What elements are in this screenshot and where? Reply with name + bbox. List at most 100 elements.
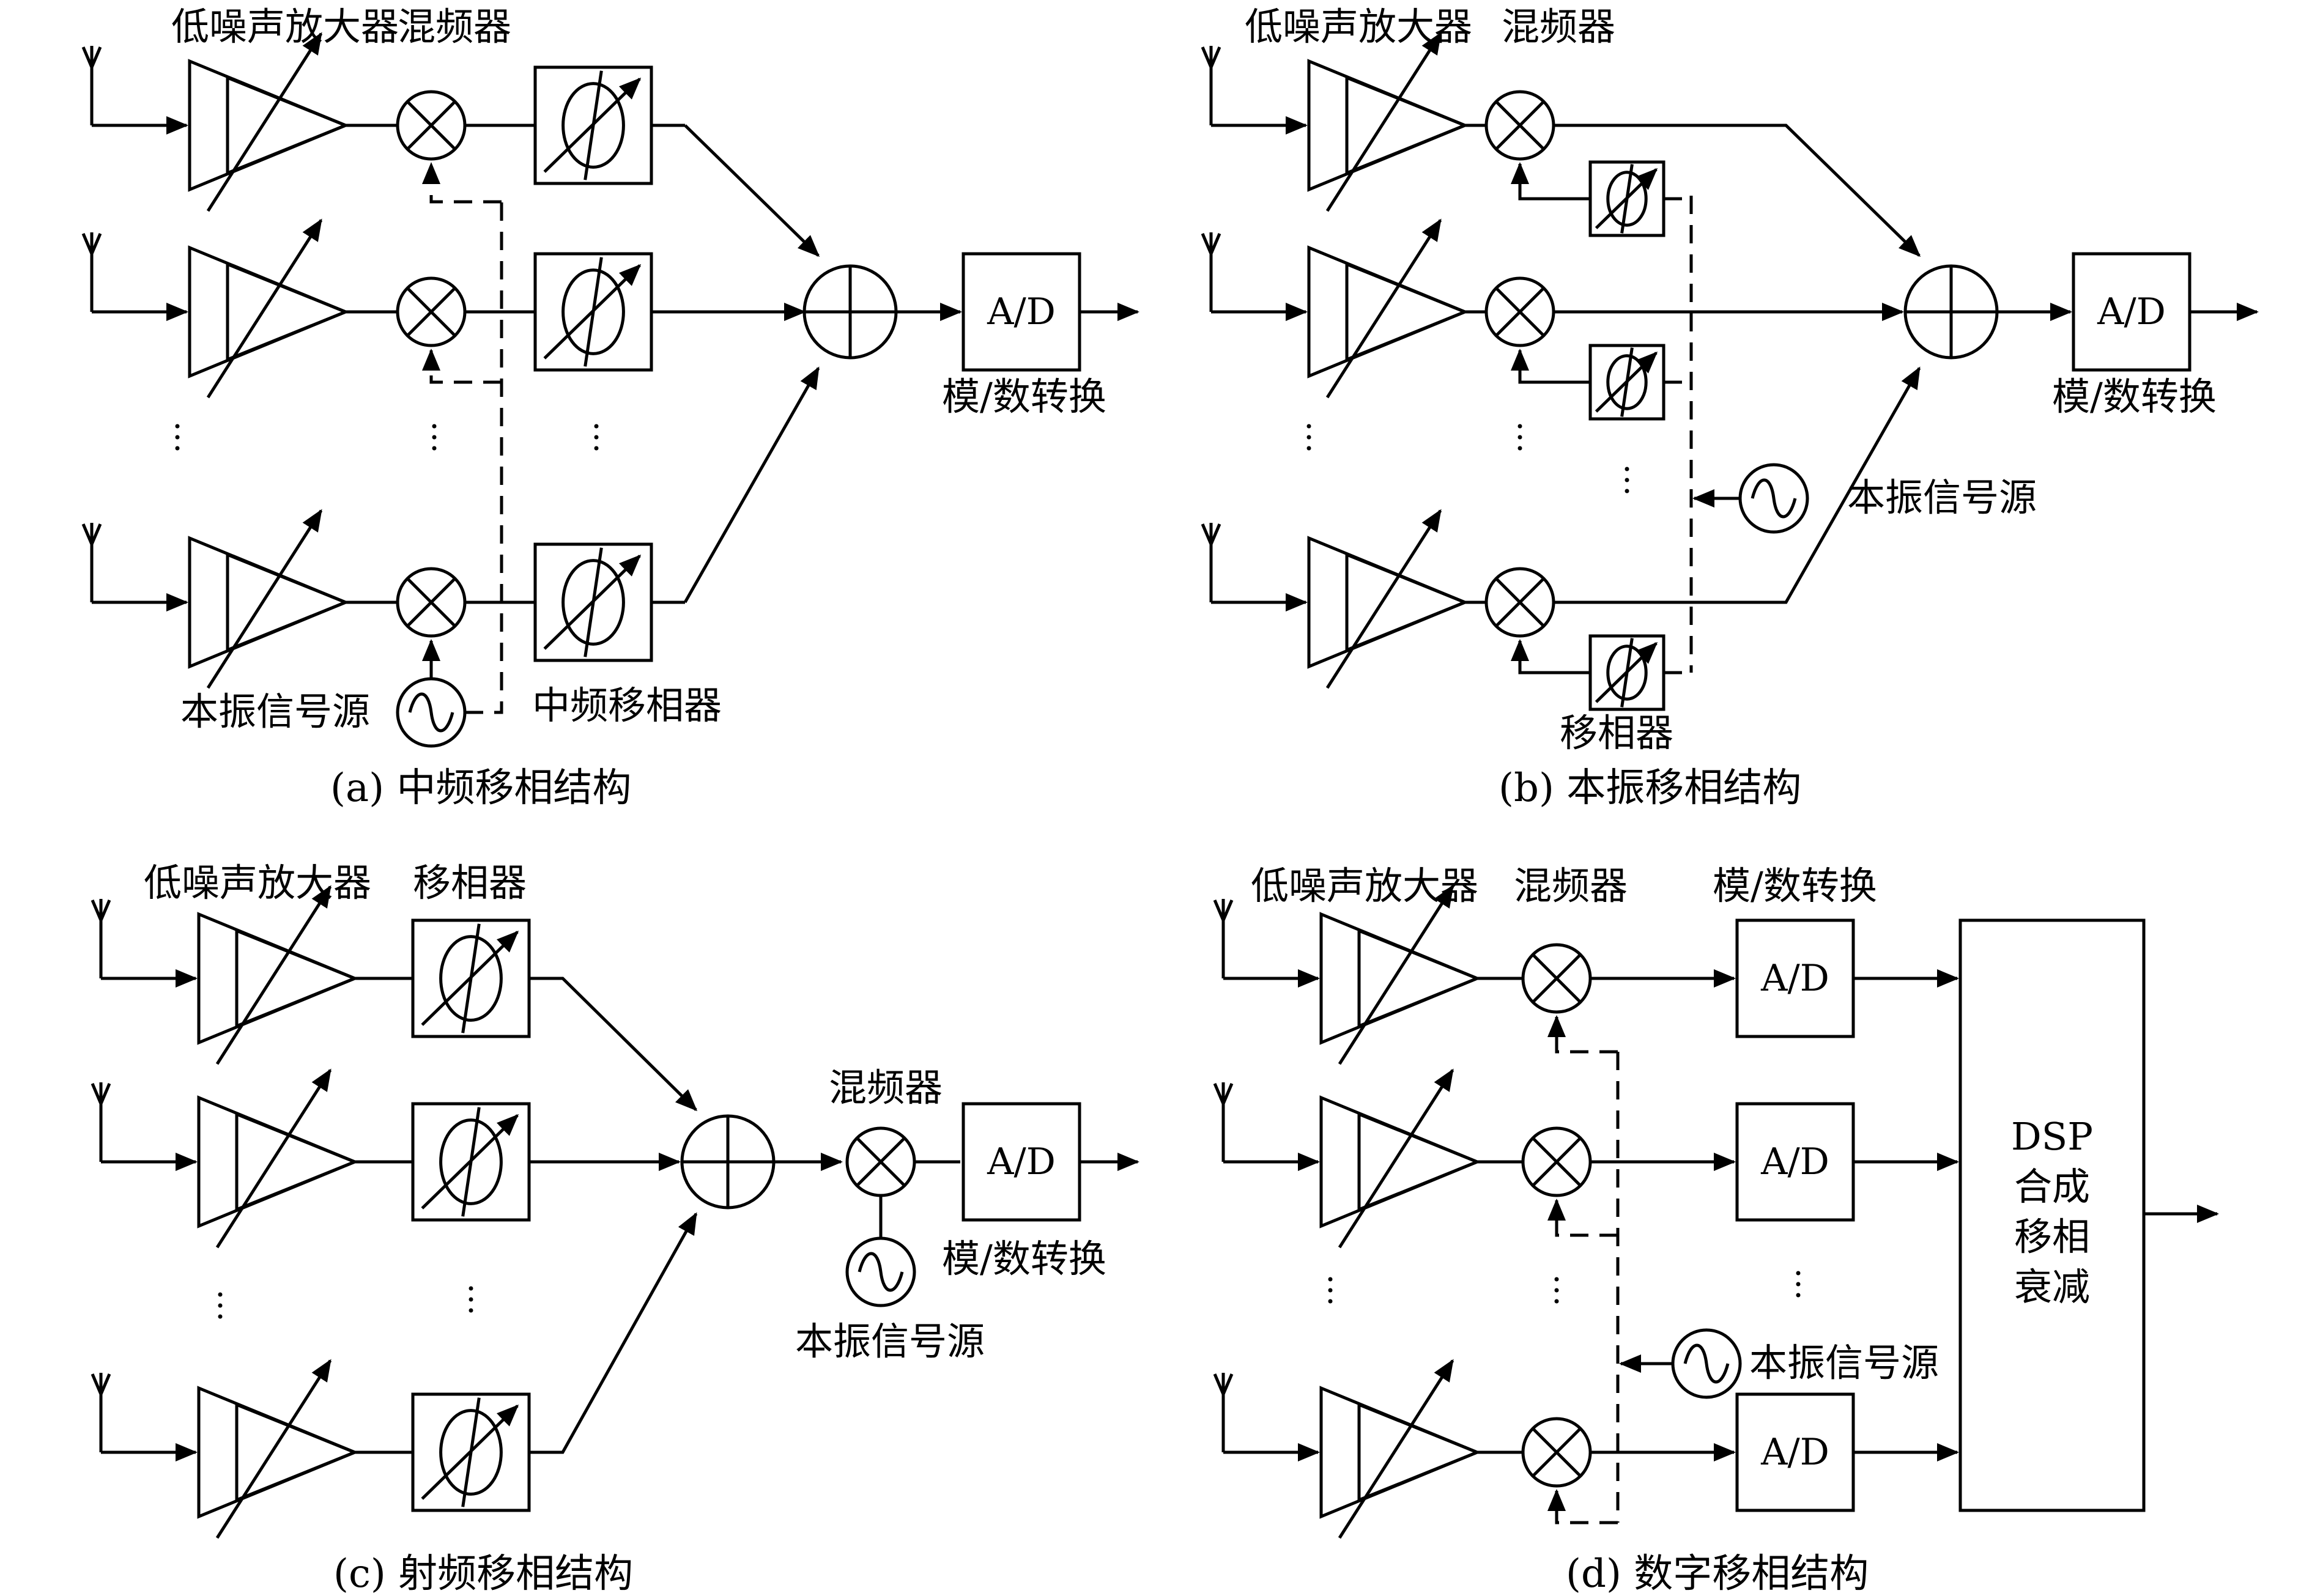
variable-gain-arrow xyxy=(206,509,323,689)
lna-amplifier-icon xyxy=(197,885,359,1065)
variable-gain-arrow xyxy=(215,1359,332,1539)
phase-shifter-icon xyxy=(411,1102,531,1222)
label: 中频移相器 xyxy=(532,683,722,728)
adc-text: A/D xyxy=(987,290,1056,333)
lna-amplifier-icon xyxy=(1319,1068,1481,1249)
summer-icon xyxy=(1903,264,1999,360)
dot xyxy=(1625,478,1629,482)
amplifier-triangle xyxy=(188,536,350,669)
phi-symbol xyxy=(439,1118,503,1205)
phase-shifter-icon xyxy=(533,252,653,372)
label: 混频器 xyxy=(1514,863,1628,908)
mixer-icon xyxy=(1521,943,1592,1014)
label: (a) 中频移相结构 xyxy=(330,766,631,811)
antenna-icon xyxy=(1213,1082,1234,1162)
local-oscillator-icon xyxy=(1671,1328,1742,1399)
amplifier-triangle xyxy=(1319,1386,1481,1519)
amplifier-triangle xyxy=(1307,245,1469,379)
variable-gain-arrow xyxy=(215,1068,332,1249)
local-oscillator-icon xyxy=(845,1236,916,1307)
dot xyxy=(1517,446,1522,451)
antenna-icon xyxy=(1201,523,1221,602)
antenna-arm xyxy=(90,46,102,68)
dot xyxy=(1306,446,1311,451)
dot xyxy=(469,1286,473,1291)
lna-amplifier-icon xyxy=(197,1068,359,1249)
phi-symbol xyxy=(1606,354,1648,410)
dot xyxy=(1517,435,1522,440)
mixer-icon xyxy=(1484,90,1555,161)
ellipsis-dots xyxy=(469,1286,473,1313)
dot xyxy=(594,435,599,440)
mixer-cross xyxy=(1495,577,1545,627)
amplifier-triangle xyxy=(1345,262,1469,362)
dot xyxy=(175,435,180,440)
mixer-icon xyxy=(1484,567,1555,638)
dot xyxy=(469,1308,473,1313)
wire xyxy=(1547,1015,1618,1054)
label: 本振信号源 xyxy=(180,689,370,734)
amplifier-triangle xyxy=(197,1386,359,1519)
local-oscillator-icon xyxy=(396,677,467,748)
variable-gain-arrow xyxy=(215,885,332,1065)
amplifier-triangle xyxy=(188,59,350,192)
wire xyxy=(422,162,502,204)
phi-symbol xyxy=(1606,171,1648,227)
variable-gain-arrow xyxy=(1325,218,1442,399)
dot xyxy=(594,424,599,429)
variable-phase-arrow xyxy=(1595,641,1658,703)
antenna-arm xyxy=(1209,523,1221,545)
antenna-arm xyxy=(1209,233,1221,254)
antenna-arm xyxy=(1221,900,1234,921)
variable-phase-arrow xyxy=(543,264,642,360)
antenna-icon xyxy=(81,46,102,125)
dot xyxy=(594,446,599,451)
ellipsis-dots xyxy=(1625,467,1629,493)
lna-amplifier-icon xyxy=(188,509,350,689)
adc-text: A/D xyxy=(987,1140,1056,1183)
sine-wave-icon xyxy=(408,692,454,733)
label: 低噪声放大器 xyxy=(171,4,399,49)
amplifier-triangle xyxy=(197,912,359,1045)
dot xyxy=(432,446,437,451)
label: 低噪声放大器 xyxy=(1251,863,1478,908)
dot xyxy=(432,424,437,429)
label: 混频器 xyxy=(1502,4,1615,49)
sine-wave-icon xyxy=(858,1252,904,1292)
lna-amplifier-icon xyxy=(197,1359,359,1539)
label: 本振信号源 xyxy=(1847,475,2037,520)
dot xyxy=(218,1292,223,1297)
antenna-icon xyxy=(1201,232,1221,312)
lna-amplifier-icon xyxy=(1307,218,1469,399)
summer-icon xyxy=(802,264,898,360)
wire xyxy=(529,1212,698,1454)
mixer-icon xyxy=(396,567,467,638)
dot xyxy=(469,1297,473,1302)
variable-gain-arrow xyxy=(1338,1068,1454,1249)
antenna-icon xyxy=(91,1373,111,1452)
dot xyxy=(1625,467,1629,471)
phi-symbol xyxy=(561,559,625,646)
label: (b) 本振移相结构 xyxy=(1499,766,1801,811)
mixer-cross xyxy=(856,1137,906,1187)
wire xyxy=(465,202,503,714)
mixer-cross xyxy=(1495,100,1545,150)
label: 混频器 xyxy=(829,1065,943,1110)
dot xyxy=(1328,1299,1333,1304)
ellipsis-dots xyxy=(1328,1277,1333,1304)
antenna-arm xyxy=(99,1373,111,1395)
antenna-icon xyxy=(1213,899,1234,978)
mixer-icon xyxy=(845,1126,916,1197)
variable-phase-arrow xyxy=(543,77,642,173)
variable-phase-arrow xyxy=(421,930,519,1026)
wire xyxy=(1511,349,1590,384)
dot xyxy=(1328,1277,1333,1282)
amplifier-triangle xyxy=(226,552,350,652)
variable-phase-arrow xyxy=(1595,351,1658,413)
phi-symbol xyxy=(561,82,625,169)
mixer-cross xyxy=(406,287,456,337)
antenna-icon xyxy=(81,523,102,602)
antenna-icon xyxy=(91,1082,111,1162)
mixer-cross xyxy=(1532,953,1582,1003)
dot xyxy=(1796,1282,1801,1287)
